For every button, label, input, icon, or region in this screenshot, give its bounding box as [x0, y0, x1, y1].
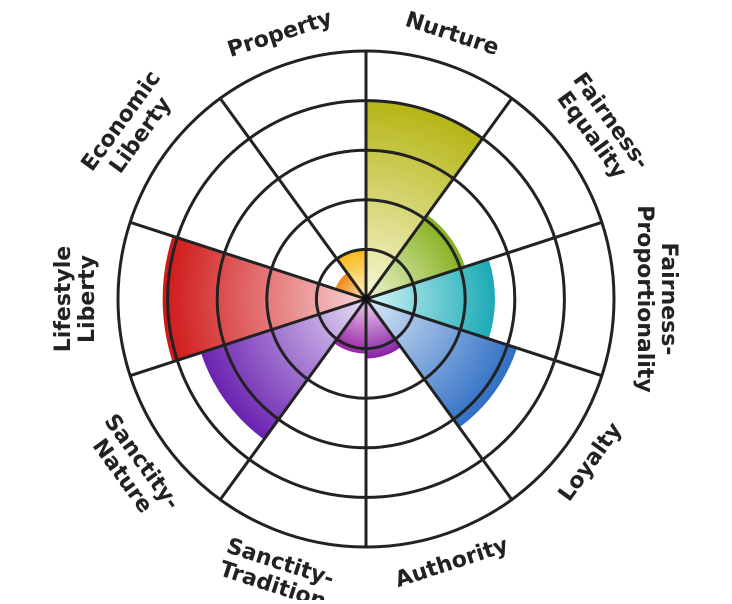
- category-label: Sanctity-Nature: [79, 410, 184, 529]
- category-label: LifestyleLiberty: [51, 246, 100, 352]
- category-label-line: Lifestyle: [51, 246, 76, 352]
- wedge-nurture: [366, 100, 483, 299]
- wedge-sanctity-tradition: [333, 299, 366, 354]
- wedge-economic-liberty: [335, 272, 366, 299]
- sector-divider: [364, 298, 513, 501]
- category-label: Fairness-Equality: [548, 68, 654, 188]
- category-label: Fairness-Proportionality: [632, 205, 681, 392]
- sector-divider: [365, 297, 603, 378]
- category-label-line: Loyalty: [554, 418, 628, 506]
- wedge-lifestyle-liberty: [162, 236, 366, 362]
- sector-divider: [365, 220, 603, 301]
- wedge-fairness-equality: [366, 214, 466, 299]
- sector-divider: [219, 298, 368, 501]
- wedge-authority: [366, 299, 401, 359]
- category-label: Loyalty: [554, 418, 628, 506]
- category-label: Nurture: [402, 7, 502, 61]
- center-dot: [362, 295, 370, 303]
- sector-divider: [129, 297, 367, 378]
- category-label: EconomicLiberty: [77, 66, 186, 190]
- category-label-line: Liberty: [75, 255, 100, 343]
- category-label-line: Proportionality: [632, 205, 657, 392]
- sector-divider: [129, 220, 367, 301]
- sector-divider: [364, 97, 513, 300]
- category-label-line: Nurture: [402, 7, 502, 61]
- category-label-line: Fairness-: [656, 243, 681, 356]
- wedge-sanctity-nature: [200, 299, 366, 440]
- sector-divider: [219, 97, 368, 300]
